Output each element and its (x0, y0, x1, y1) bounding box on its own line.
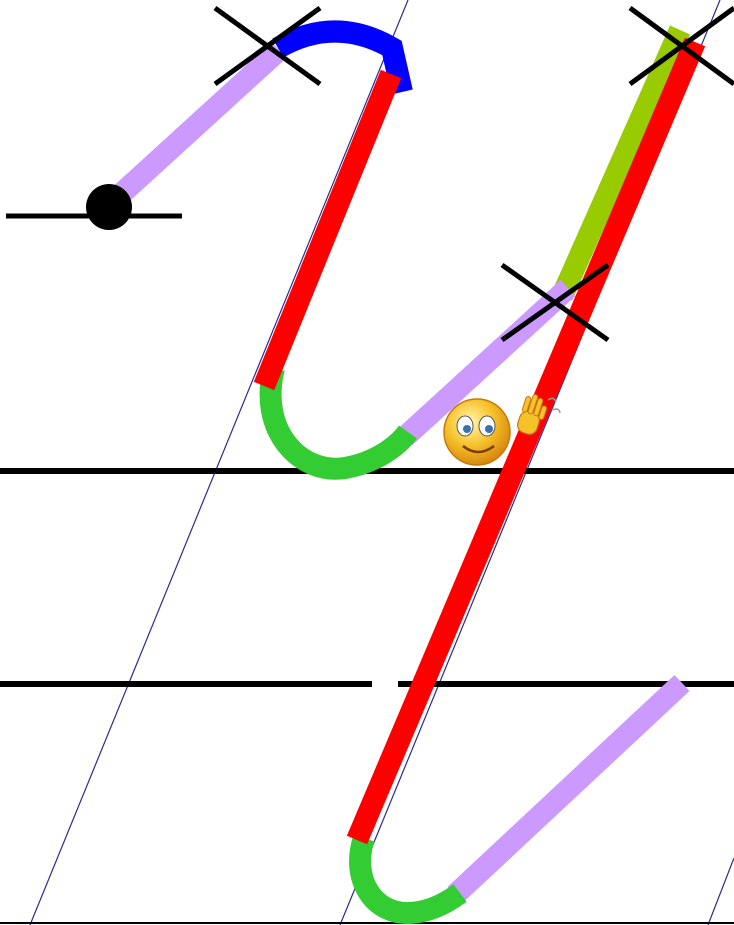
upstroke (551, 25, 691, 301)
strokes (101, 20, 706, 925)
slant-guide-line (29, 0, 409, 925)
cross-mark-icon (500, 262, 610, 343)
slant-guide-line (707, 857, 734, 925)
bottom-loop (259, 365, 417, 480)
start-dot-icon (86, 184, 132, 230)
final-loop (349, 834, 467, 925)
long-downstroke (346, 37, 706, 845)
cross-mark-icon (628, 5, 734, 87)
cross-marks (213, 5, 734, 343)
cross-mark-icon (213, 5, 322, 87)
downstroke (253, 69, 402, 391)
waving-smiley-emoji-icon (443, 394, 561, 466)
exit-stroke (447, 674, 690, 904)
top-arc (272, 20, 413, 95)
connector-stroke (101, 41, 287, 214)
